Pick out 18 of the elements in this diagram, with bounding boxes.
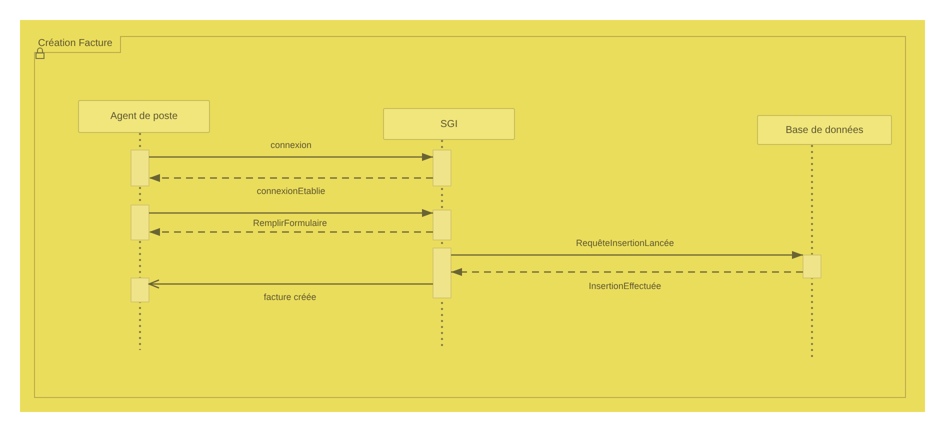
edge-label: RequêteInsertionLancée <box>576 238 674 248</box>
edge-label: facture créée <box>264 292 316 302</box>
message-arrow <box>149 228 433 236</box>
message-arrow <box>451 268 803 276</box>
edge-label: RemplirFormulaire <box>253 218 327 228</box>
edge-label: connexionEtablie <box>256 186 326 196</box>
lifeline-head: Base de données <box>757 115 892 145</box>
message-arrow <box>149 174 433 182</box>
lifeline-head: SGI <box>383 108 515 140</box>
edge-label: connexion <box>270 140 312 150</box>
message-arrow <box>148 279 433 289</box>
edge-label: InsertionEffectuée <box>588 281 662 291</box>
lifeline-head: Agent de poste <box>78 100 210 133</box>
message-arrow <box>149 209 433 217</box>
frame-title: Création Facture <box>34 36 122 53</box>
message-arrow <box>451 251 803 259</box>
frame <box>34 36 906 398</box>
message-arrow <box>149 153 433 161</box>
